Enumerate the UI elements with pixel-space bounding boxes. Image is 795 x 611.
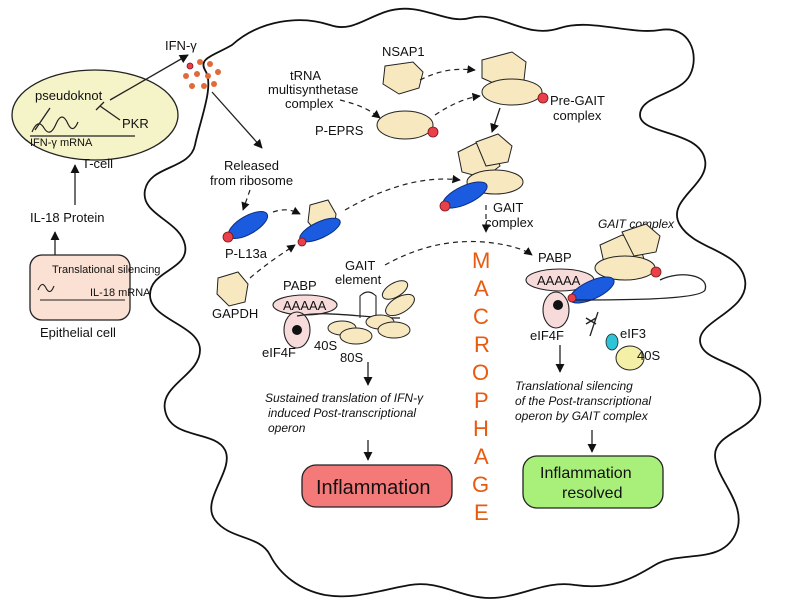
l13a-right-phospho: [567, 293, 577, 303]
gait-complex-center: [439, 133, 524, 212]
il18-protein-label: IL-18 Protein: [30, 210, 104, 225]
svg-text:H: H: [473, 416, 489, 441]
gait-element-to-right-arrow: [384, 240, 533, 266]
eprs-to-pregait-arrow: [434, 92, 481, 116]
ifn-mrna-label: IFN-γ mRNA: [30, 137, 93, 149]
hairpin-left: [359, 291, 377, 318]
gapdh-protein: [216, 271, 249, 307]
ifn-to-macrophage-arrow: [211, 91, 263, 149]
p-l13a-phospho: [222, 231, 234, 243]
aaaaa-left-label: AAAAA: [283, 298, 327, 313]
macrophage-membrane: [143, 7, 761, 599]
gapdh-to-complex-arrow: [249, 244, 296, 279]
il18-mrna-label: IL-18 mRNA: [90, 287, 151, 299]
translational-silencing-label: Translational silencing: [52, 264, 160, 276]
nsap1-label: NSAP1: [382, 44, 425, 59]
s40-left-label: 40S: [314, 338, 337, 353]
svg-text:R: R: [474, 332, 490, 357]
svg-text:O: O: [472, 360, 489, 385]
mrna-loop-right: [571, 274, 707, 301]
pregait-to-gait-arrow: [490, 107, 501, 133]
l13a-to-gait-arrow: [344, 174, 461, 211]
inflammation-label: Inflammation: [316, 477, 431, 499]
pabp-left-label: PABP: [283, 278, 317, 293]
p-l13a-label: P-L13a: [225, 246, 268, 261]
svg-text:A: A: [474, 444, 489, 469]
pseudoknot-rna: [31, 116, 79, 133]
s80-label: 80S: [340, 350, 363, 365]
t-cell-body: [11, 69, 179, 161]
l13a-bound-phospho: [297, 237, 307, 247]
svg-text:C: C: [473, 304, 489, 329]
tcell-to-ifn-arrow: [109, 54, 189, 101]
epithelial-cell-label: Epithelial cell: [40, 325, 116, 340]
eif3-protein: [605, 333, 619, 351]
sustained-text: Sustained translation of IFN-γ induced P…: [265, 391, 426, 435]
inflammation-resolved-box: [522, 455, 664, 509]
s40-right-protein: [615, 345, 645, 371]
ribosomes-left: [327, 280, 415, 345]
nsap1-protein: [382, 61, 424, 95]
cap-left: [292, 325, 302, 335]
gait-complex-right: [569, 223, 662, 304]
nsap1-to-pregait-arrow: [419, 65, 476, 81]
l13a-to-complex-arrow: [272, 206, 301, 215]
t-cell-label: T-cell: [82, 156, 113, 171]
silencing-text: Translational silencing of the Post-tran…: [515, 379, 654, 423]
pseudoknot-pointer: [34, 107, 51, 131]
trna-to-eprs-arrow: [339, 99, 381, 119]
pkr-label: PKR: [122, 116, 149, 131]
eif3-block-line: [589, 311, 599, 337]
epithelial-cell-body: [29, 254, 131, 321]
pabp-right-label: PABP: [538, 250, 572, 265]
pregait-phospho: [537, 92, 549, 104]
pseudoknot-label: pseudoknot: [35, 88, 103, 103]
ifn-gamma-dots: [183, 59, 221, 89]
pkr-inhibition: [95, 101, 121, 121]
svg-text:A: A: [474, 276, 489, 301]
eif4f-right-oval: [542, 291, 570, 329]
eif3-label: eIF3: [620, 326, 646, 341]
aaaaa-right-label: AAAAA: [537, 273, 581, 288]
gait-complex-ital-label: GAIT complex: [598, 217, 675, 231]
p-eprs-phospho: [427, 126, 439, 138]
ifn-gamma-label: IFN-γ: [165, 38, 197, 53]
p-eprs-label: P-EPRS: [315, 123, 364, 138]
cap-right: [553, 300, 563, 310]
pregait-eprs: [481, 78, 543, 106]
s40-right-label: 40S: [637, 348, 660, 363]
gapdh-label: GAPDH: [212, 306, 258, 321]
eif4f-left-label: eIF4F: [262, 345, 296, 360]
inflammation-box: [301, 464, 453, 508]
eif3-block-x: [585, 317, 597, 325]
svg-text:G: G: [472, 472, 489, 497]
eif4f-right-label: eIF4F: [530, 328, 564, 343]
macrophage-label: M A C R O P H A G E: [472, 248, 490, 525]
released-arrow: [241, 189, 251, 211]
p-eprs-protein: [376, 110, 434, 140]
svg-text:E: E: [474, 500, 489, 525]
svg-text:M: M: [472, 248, 490, 273]
epithelial-rna: [37, 283, 125, 301]
svg-text:P: P: [474, 388, 489, 413]
